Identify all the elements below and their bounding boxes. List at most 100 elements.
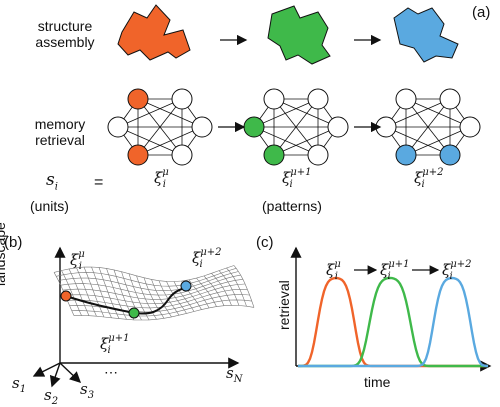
c2-sub: i: [449, 271, 453, 282]
network-node: [307, 144, 329, 166]
mesh-line: [76, 267, 97, 317]
network-node: [171, 88, 193, 110]
p1-sup: μ+1: [290, 167, 312, 178]
row2-line2: retrieval: [35, 132, 85, 148]
pattern-label-mu1: ξμ+1i: [282, 168, 312, 190]
units-base: s: [46, 170, 55, 190]
p1-base: ξ: [282, 169, 291, 187]
network-edge: [405, 98, 471, 128]
c2-sup: μ+2: [450, 259, 472, 270]
b-tl-sup: μ: [78, 249, 85, 260]
units-symbol: si: [46, 172, 58, 192]
network-edge: [253, 126, 319, 156]
b-tr-base: ξ: [192, 249, 201, 267]
network-node: [171, 144, 193, 166]
pattern-label-mu: ξμi: [154, 167, 169, 190]
sN-sub: N: [233, 374, 243, 385]
units-sub: i: [54, 181, 58, 193]
axis-s3: s3: [80, 382, 94, 401]
mesh-line: [83, 266, 105, 318]
axis-sN: sN: [226, 366, 242, 385]
p0-base: ξ: [154, 169, 163, 187]
p0-sup: μ: [162, 167, 169, 178]
retrieval-label-mu1: ξμ+1i: [380, 260, 410, 282]
c1-sup: μ+1: [388, 259, 410, 270]
mesh-line: [166, 281, 187, 314]
s1-sub: 1: [19, 384, 27, 395]
p2-sub: i: [421, 179, 425, 190]
network-node: [439, 88, 461, 110]
p1-sub: i: [289, 179, 293, 190]
green-blob-shape: [267, 5, 331, 65]
pattern-dot-green: [128, 307, 140, 319]
c1-sub: i: [387, 271, 391, 282]
network-node: [307, 88, 329, 110]
patterns-caption: (patterns): [262, 198, 322, 214]
network-edge: [385, 98, 451, 128]
retrieval-curve: [298, 276, 488, 368]
pattern-label-mu2: ξμ+2i: [414, 168, 444, 190]
network-edge: [137, 126, 203, 156]
c2-base: ξ: [442, 261, 451, 279]
units-caption: (units): [30, 198, 69, 214]
network-edge: [273, 98, 339, 128]
mesh-line: [151, 279, 172, 318]
landscape-ylabel: landscape: [0, 222, 8, 286]
network-node: [243, 116, 265, 138]
network-edge: [253, 98, 319, 128]
row1-line2: assembly: [35, 34, 95, 50]
c0-base: ξ: [326, 261, 335, 279]
mesh-line: [143, 277, 165, 319]
network-node: [263, 144, 285, 166]
b-tr-sup: μ+2: [200, 247, 222, 258]
p2-base: ξ: [414, 169, 423, 187]
s1-base: s: [12, 374, 20, 392]
network-edge: [117, 126, 183, 156]
axis-s2: s2: [44, 388, 58, 407]
c0-sup: μ: [334, 259, 341, 270]
network-node: [395, 88, 417, 110]
panel-c-label: (c): [256, 234, 274, 251]
p2-sup: μ+2: [422, 167, 444, 178]
network-node: [327, 116, 349, 138]
network-node: [107, 116, 129, 138]
network-group: [107, 88, 481, 166]
mesh-line: [226, 267, 247, 307]
b-bot-sub: i: [107, 345, 111, 356]
s2-base: s: [44, 386, 52, 404]
mesh-line: [203, 275, 225, 306]
b-bot-base: ξ: [100, 335, 109, 353]
b-tr-sub: i: [199, 259, 203, 270]
mesh-line: [218, 270, 240, 306]
row2-line1: memory: [34, 116, 86, 132]
time-xlabel: time: [364, 374, 391, 390]
mesh-line: [211, 273, 232, 306]
network-node: [459, 116, 481, 138]
retrieval-curve: [298, 276, 489, 368]
landscape-label-mu: ξμi: [70, 249, 85, 272]
orange-blob-shape: [117, 4, 191, 61]
pattern-dot-blue: [180, 280, 192, 292]
b-tl-sub: i: [78, 261, 82, 272]
retrieval-curve: [298, 276, 488, 368]
network-node: [127, 144, 149, 166]
mesh-line: [173, 281, 195, 312]
axis-dots: ⋯: [104, 364, 118, 380]
mesh-line: [98, 267, 120, 319]
p0-sub: i: [162, 179, 166, 190]
mesh-line: [58, 271, 239, 292]
panel-b-label: (b): [4, 234, 23, 251]
network-node: [127, 88, 149, 110]
network-edge: [137, 98, 203, 128]
b-tl-base: ξ: [70, 251, 79, 269]
sN-base: s: [226, 364, 234, 382]
mesh-line: [68, 268, 90, 316]
row-label-structure: structure assembly: [20, 18, 110, 50]
s3-sub: 3: [87, 390, 95, 401]
network-node: [395, 144, 417, 166]
s3-base: s: [80, 380, 88, 398]
mesh-line: [91, 266, 112, 318]
network-edge: [273, 126, 339, 156]
landscape-label-mu2: ξμ+2i: [192, 248, 222, 270]
